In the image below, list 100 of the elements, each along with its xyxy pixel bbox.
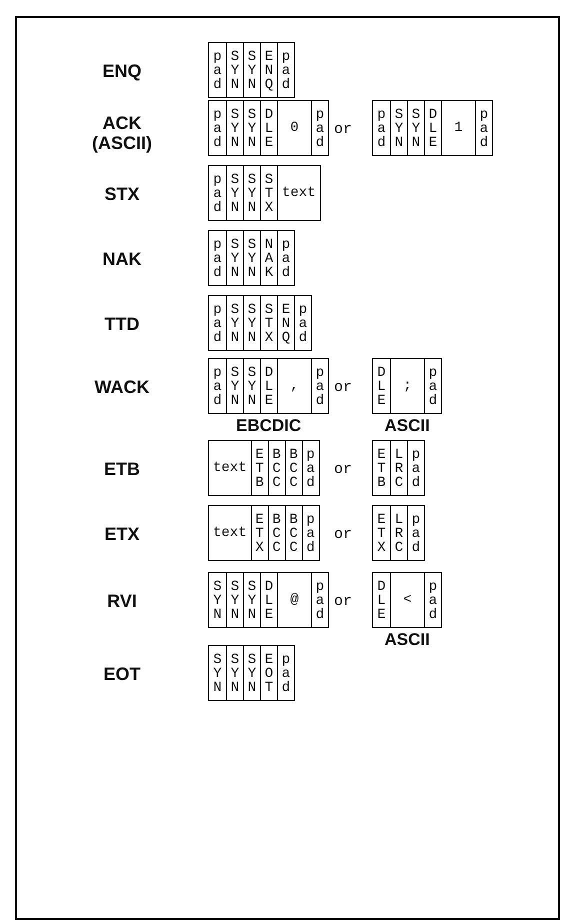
frame-field: SYN xyxy=(226,573,243,627)
or-label: or xyxy=(334,592,352,610)
frame-field: BCC xyxy=(284,506,302,560)
message-name: RVI xyxy=(106,591,138,611)
frame-field: ; xyxy=(390,359,424,413)
message-frame xyxy=(208,42,295,98)
frame-field: , xyxy=(277,359,311,413)
message-frame xyxy=(208,645,295,701)
frame-field: SYN xyxy=(243,296,260,350)
message-name: EOT xyxy=(102,664,142,684)
frame-field: DLE xyxy=(260,101,277,155)
frame-field: pad xyxy=(302,506,319,560)
message-name: ETX xyxy=(103,524,140,544)
message-frame xyxy=(208,295,312,351)
message-frame xyxy=(372,572,442,628)
frame-field: pad xyxy=(311,573,328,627)
frame-field: pad xyxy=(373,101,390,155)
frame-field: BCC xyxy=(268,441,285,495)
frame-field: DLE xyxy=(373,359,390,413)
frame-field: SYN xyxy=(243,166,260,220)
frame-field: DLE xyxy=(260,359,277,413)
frame-field: DLE xyxy=(424,101,441,155)
frame-field: pad xyxy=(311,101,328,155)
frame-field: pad xyxy=(209,166,226,220)
message-frame xyxy=(208,572,329,628)
frame-field: pad xyxy=(424,359,441,413)
code-label: ASCII xyxy=(384,416,430,436)
frame-field: < xyxy=(390,573,424,627)
code-label: EBCDIC xyxy=(236,416,302,436)
or-label: or xyxy=(334,526,352,542)
message-frame xyxy=(208,440,320,496)
or-label: or xyxy=(334,120,352,138)
frame-field: 1 xyxy=(441,101,475,155)
frame-field: text xyxy=(277,166,320,220)
frame-field: SYN xyxy=(243,231,260,285)
frame-field: text xyxy=(209,441,251,495)
frame-field: BCC xyxy=(284,441,302,495)
frame-field: SYN xyxy=(226,166,243,220)
message-name: ENQ xyxy=(101,61,142,81)
frame-field: pad xyxy=(209,101,226,155)
message-name: WACK xyxy=(94,377,150,397)
frame-field: SYN xyxy=(243,573,260,627)
message-frame xyxy=(372,440,425,496)
message-frame xyxy=(208,165,321,221)
frame-field: SYN xyxy=(226,43,243,97)
frame-field: pad xyxy=(209,359,226,413)
frame-field: SYN xyxy=(209,573,226,627)
code-label: ASCII xyxy=(384,630,430,650)
message-name: ETB xyxy=(103,459,141,479)
frame-field: pad xyxy=(407,441,424,495)
message-frame xyxy=(372,505,425,561)
frame-field: LRC xyxy=(390,441,407,495)
message-frame xyxy=(372,100,493,156)
frame-field: @ xyxy=(277,573,311,627)
frame-field: pad xyxy=(407,506,424,560)
frame-field: pad xyxy=(294,296,311,350)
frame-field: SYN xyxy=(243,359,260,413)
frame-field: pad xyxy=(475,101,492,155)
frame-field: pad xyxy=(302,441,319,495)
message-name: ACK (ASCII) xyxy=(91,113,153,153)
message-frame xyxy=(208,230,295,286)
frame-field: SYN xyxy=(407,101,424,155)
message-name: STX xyxy=(103,184,140,204)
frame-field: ENQ xyxy=(277,296,294,350)
frame-field: SYN xyxy=(226,231,243,285)
frame-field: pad xyxy=(209,231,226,285)
frame-field: pad xyxy=(209,43,226,97)
frame-field: text xyxy=(209,506,251,560)
frame-field: SYN xyxy=(226,296,243,350)
frame-field: pad xyxy=(277,646,294,700)
frame-field: LRC xyxy=(390,506,407,560)
frame-field: STX xyxy=(260,296,277,350)
frame-field: pad xyxy=(209,296,226,350)
frame-field: SYN xyxy=(209,646,226,700)
frame-field: ETB xyxy=(250,441,268,495)
frame-field: DLE xyxy=(260,573,277,627)
frame-field: SYN xyxy=(243,43,260,97)
message-name: TTD xyxy=(104,314,140,334)
message-frame xyxy=(208,100,329,156)
message-frame xyxy=(208,505,320,561)
frame-field: EOT xyxy=(260,646,277,700)
frame-field: ETX xyxy=(250,506,268,560)
frame-field: pad xyxy=(424,573,441,627)
frame-field: 0 xyxy=(277,101,311,155)
frame-field: pad xyxy=(277,43,294,97)
message-name: NAK xyxy=(102,249,142,269)
frame-field: BCC xyxy=(268,506,285,560)
frame-field: SYN xyxy=(226,101,243,155)
frame-field: SYN xyxy=(390,101,407,155)
frame-field: pad xyxy=(311,359,328,413)
frame-field: SYN xyxy=(226,359,243,413)
message-frame xyxy=(208,358,329,414)
frame-field: ETX xyxy=(373,506,390,560)
frame-field: ENQ xyxy=(260,43,277,97)
frame-field: ETB xyxy=(373,441,390,495)
frame-field: SYN xyxy=(243,646,260,700)
frame-field: SYN xyxy=(226,646,243,700)
frame-field: NAK xyxy=(260,231,277,285)
or-label: or xyxy=(334,460,352,478)
frame-field: STX xyxy=(260,166,277,220)
